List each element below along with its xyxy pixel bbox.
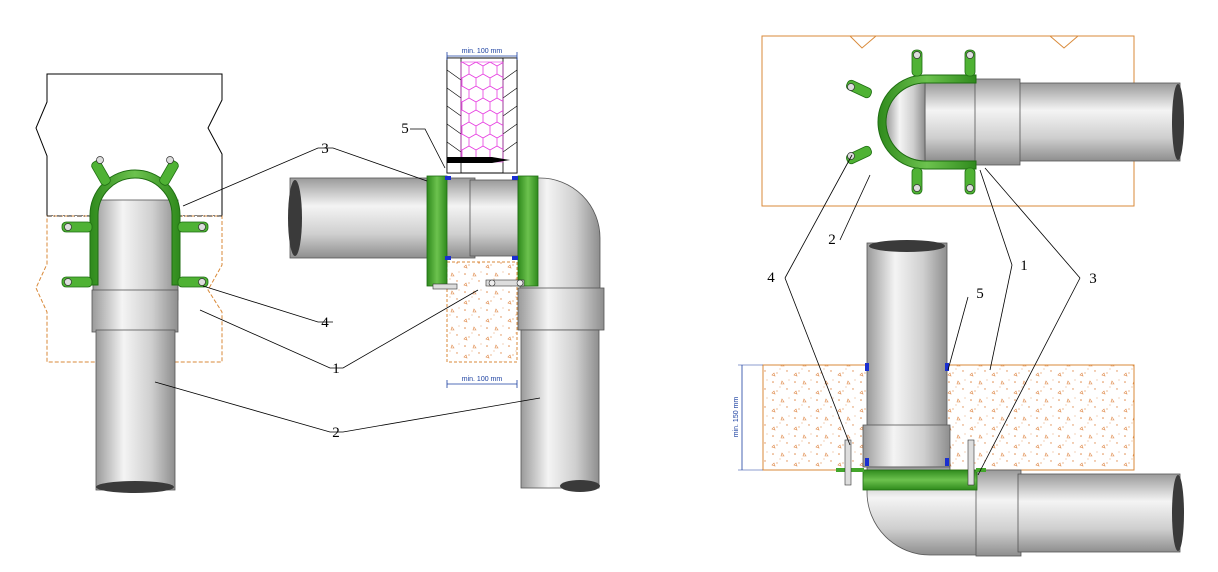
callout-3-right: 3 xyxy=(1089,271,1097,287)
collar-tab xyxy=(177,221,209,233)
callout-2-right: 2 xyxy=(828,232,836,248)
collar-tab xyxy=(177,276,209,288)
middle-wall-section xyxy=(446,57,518,363)
left-vertical-pipe xyxy=(91,199,179,493)
middle-horizontal-pipe xyxy=(288,177,605,492)
collar-tab xyxy=(91,156,111,186)
collar-tab xyxy=(61,221,93,233)
right-fire-collar xyxy=(836,439,986,491)
callout-1-right: 1 xyxy=(1020,258,1028,274)
collar-tab xyxy=(61,276,93,288)
leader-lines xyxy=(154,128,1081,476)
right-vertical-pipe xyxy=(862,240,1184,557)
collar-tab xyxy=(964,167,976,195)
dimension-label-wall-top: min. 100 mm xyxy=(462,48,503,55)
callout-labels: 3 4 1 2 5 2 4 1 3 5 xyxy=(321,121,1097,441)
collar-tab xyxy=(911,167,923,195)
callout-3-left: 3 xyxy=(321,141,329,157)
dimension-label-floor: min. 150 mm xyxy=(733,397,740,438)
collar-tab xyxy=(159,156,179,186)
callout-4-left: 4 xyxy=(321,315,329,331)
callout-4-right: 4 xyxy=(767,270,775,286)
callout-5-mid: 5 xyxy=(401,121,409,137)
callout-2-left: 2 xyxy=(332,425,340,441)
middle-dimension-bottom: min. 100 mm xyxy=(446,376,518,388)
callout-5-right: 5 xyxy=(976,286,984,302)
collar-tab xyxy=(846,79,872,99)
dimension-label-wall-bottom: min. 100 mm xyxy=(462,376,503,383)
collar-tab xyxy=(911,49,923,77)
middle-fire-collars xyxy=(426,175,539,290)
left-fire-collar xyxy=(61,156,209,288)
right-upper-pipe xyxy=(846,49,1184,195)
middle-dimension-top: min. 100 mm xyxy=(446,48,518,60)
callout-1-left: 1 xyxy=(332,361,340,377)
collar-tab xyxy=(964,49,976,77)
